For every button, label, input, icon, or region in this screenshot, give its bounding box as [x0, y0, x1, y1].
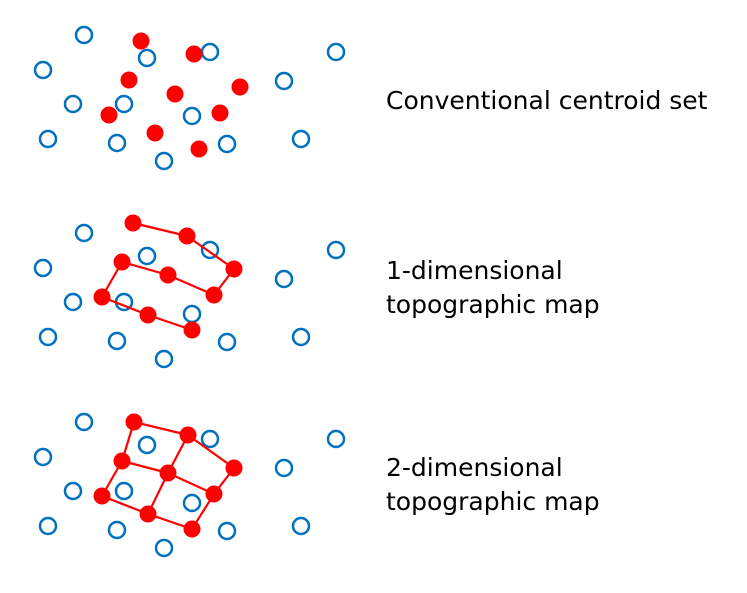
data-point-circle — [33, 258, 53, 278]
map-node — [178, 227, 196, 245]
data-point-circle — [74, 25, 94, 45]
centroid-dot — [146, 124, 164, 142]
data-point-circle — [200, 429, 220, 449]
map-node — [183, 321, 201, 339]
data-point-circle — [63, 481, 83, 501]
map-node — [183, 520, 201, 538]
label-2d-map: 2-dimensional topographic map — [386, 451, 600, 519]
data-point-circle — [38, 327, 58, 347]
data-point-circle — [114, 94, 134, 114]
centroid-dot — [211, 104, 229, 122]
map-link — [187, 434, 235, 469]
data-point-circle — [326, 429, 346, 449]
data-point-circle — [107, 133, 127, 153]
map-node — [205, 485, 223, 503]
map-node — [225, 459, 243, 477]
data-point-circle — [291, 327, 311, 347]
data-point-circle — [274, 458, 294, 478]
label-1d-map: 1-dimensional topographic map — [386, 254, 600, 322]
data-point-circle — [107, 331, 127, 351]
data-point-circle — [137, 246, 157, 266]
data-point-circle — [154, 538, 174, 558]
map-node — [113, 452, 131, 470]
label-line: topographic map — [386, 487, 600, 516]
centroid-dot — [231, 78, 249, 96]
data-point-circle — [291, 129, 311, 149]
map-link — [132, 221, 188, 238]
centroid-dot — [185, 45, 203, 63]
data-point-circle — [137, 435, 157, 455]
data-point-circle — [107, 520, 127, 540]
data-point-circle — [217, 134, 237, 154]
data-point-circle — [63, 94, 83, 114]
centroid-dot — [190, 140, 208, 158]
label-line: 1-dimensional — [386, 256, 563, 285]
data-point-circle — [74, 223, 94, 243]
data-point-circle — [137, 48, 157, 68]
map-node — [93, 487, 111, 505]
data-point-circle — [326, 42, 346, 62]
data-point-circle — [114, 481, 134, 501]
data-point-circle — [200, 42, 220, 62]
map-node — [205, 286, 223, 304]
data-point-circle — [74, 412, 94, 432]
data-point-circle — [182, 304, 202, 324]
map-node — [159, 464, 177, 482]
data-point-circle — [182, 106, 202, 126]
data-point-circle — [154, 151, 174, 171]
map-link — [133, 420, 189, 437]
map-link — [186, 235, 235, 270]
data-point-circle — [274, 71, 294, 91]
label-line: Conventional centroid set — [386, 86, 708, 115]
centroid-dot — [132, 32, 150, 50]
data-point-circle — [33, 60, 53, 80]
centroid-dot — [120, 71, 138, 89]
map-node — [93, 288, 111, 306]
map-node — [159, 266, 177, 284]
centroid-dot — [100, 106, 118, 124]
map-node — [139, 505, 157, 523]
map-node — [179, 426, 197, 444]
data-point-circle — [274, 269, 294, 289]
data-point-circle — [326, 240, 346, 260]
map-node — [139, 306, 157, 324]
data-point-circle — [291, 516, 311, 536]
data-point-circle — [200, 240, 220, 260]
data-point-circle — [38, 129, 58, 149]
data-point-circle — [38, 516, 58, 536]
map-node — [113, 253, 131, 271]
label-line: 2-dimensional — [386, 453, 563, 482]
map-node — [225, 260, 243, 278]
centroid-dot — [166, 85, 184, 103]
map-node — [124, 214, 142, 232]
data-point-circle — [33, 447, 53, 467]
data-point-circle — [217, 332, 237, 352]
data-point-circle — [217, 521, 237, 541]
label-line: topographic map — [386, 290, 600, 319]
map-node — [125, 413, 143, 431]
data-point-circle — [63, 292, 83, 312]
label-conventional: Conventional centroid set — [386, 84, 707, 118]
data-point-circle — [154, 349, 174, 369]
data-point-circle — [182, 493, 202, 513]
